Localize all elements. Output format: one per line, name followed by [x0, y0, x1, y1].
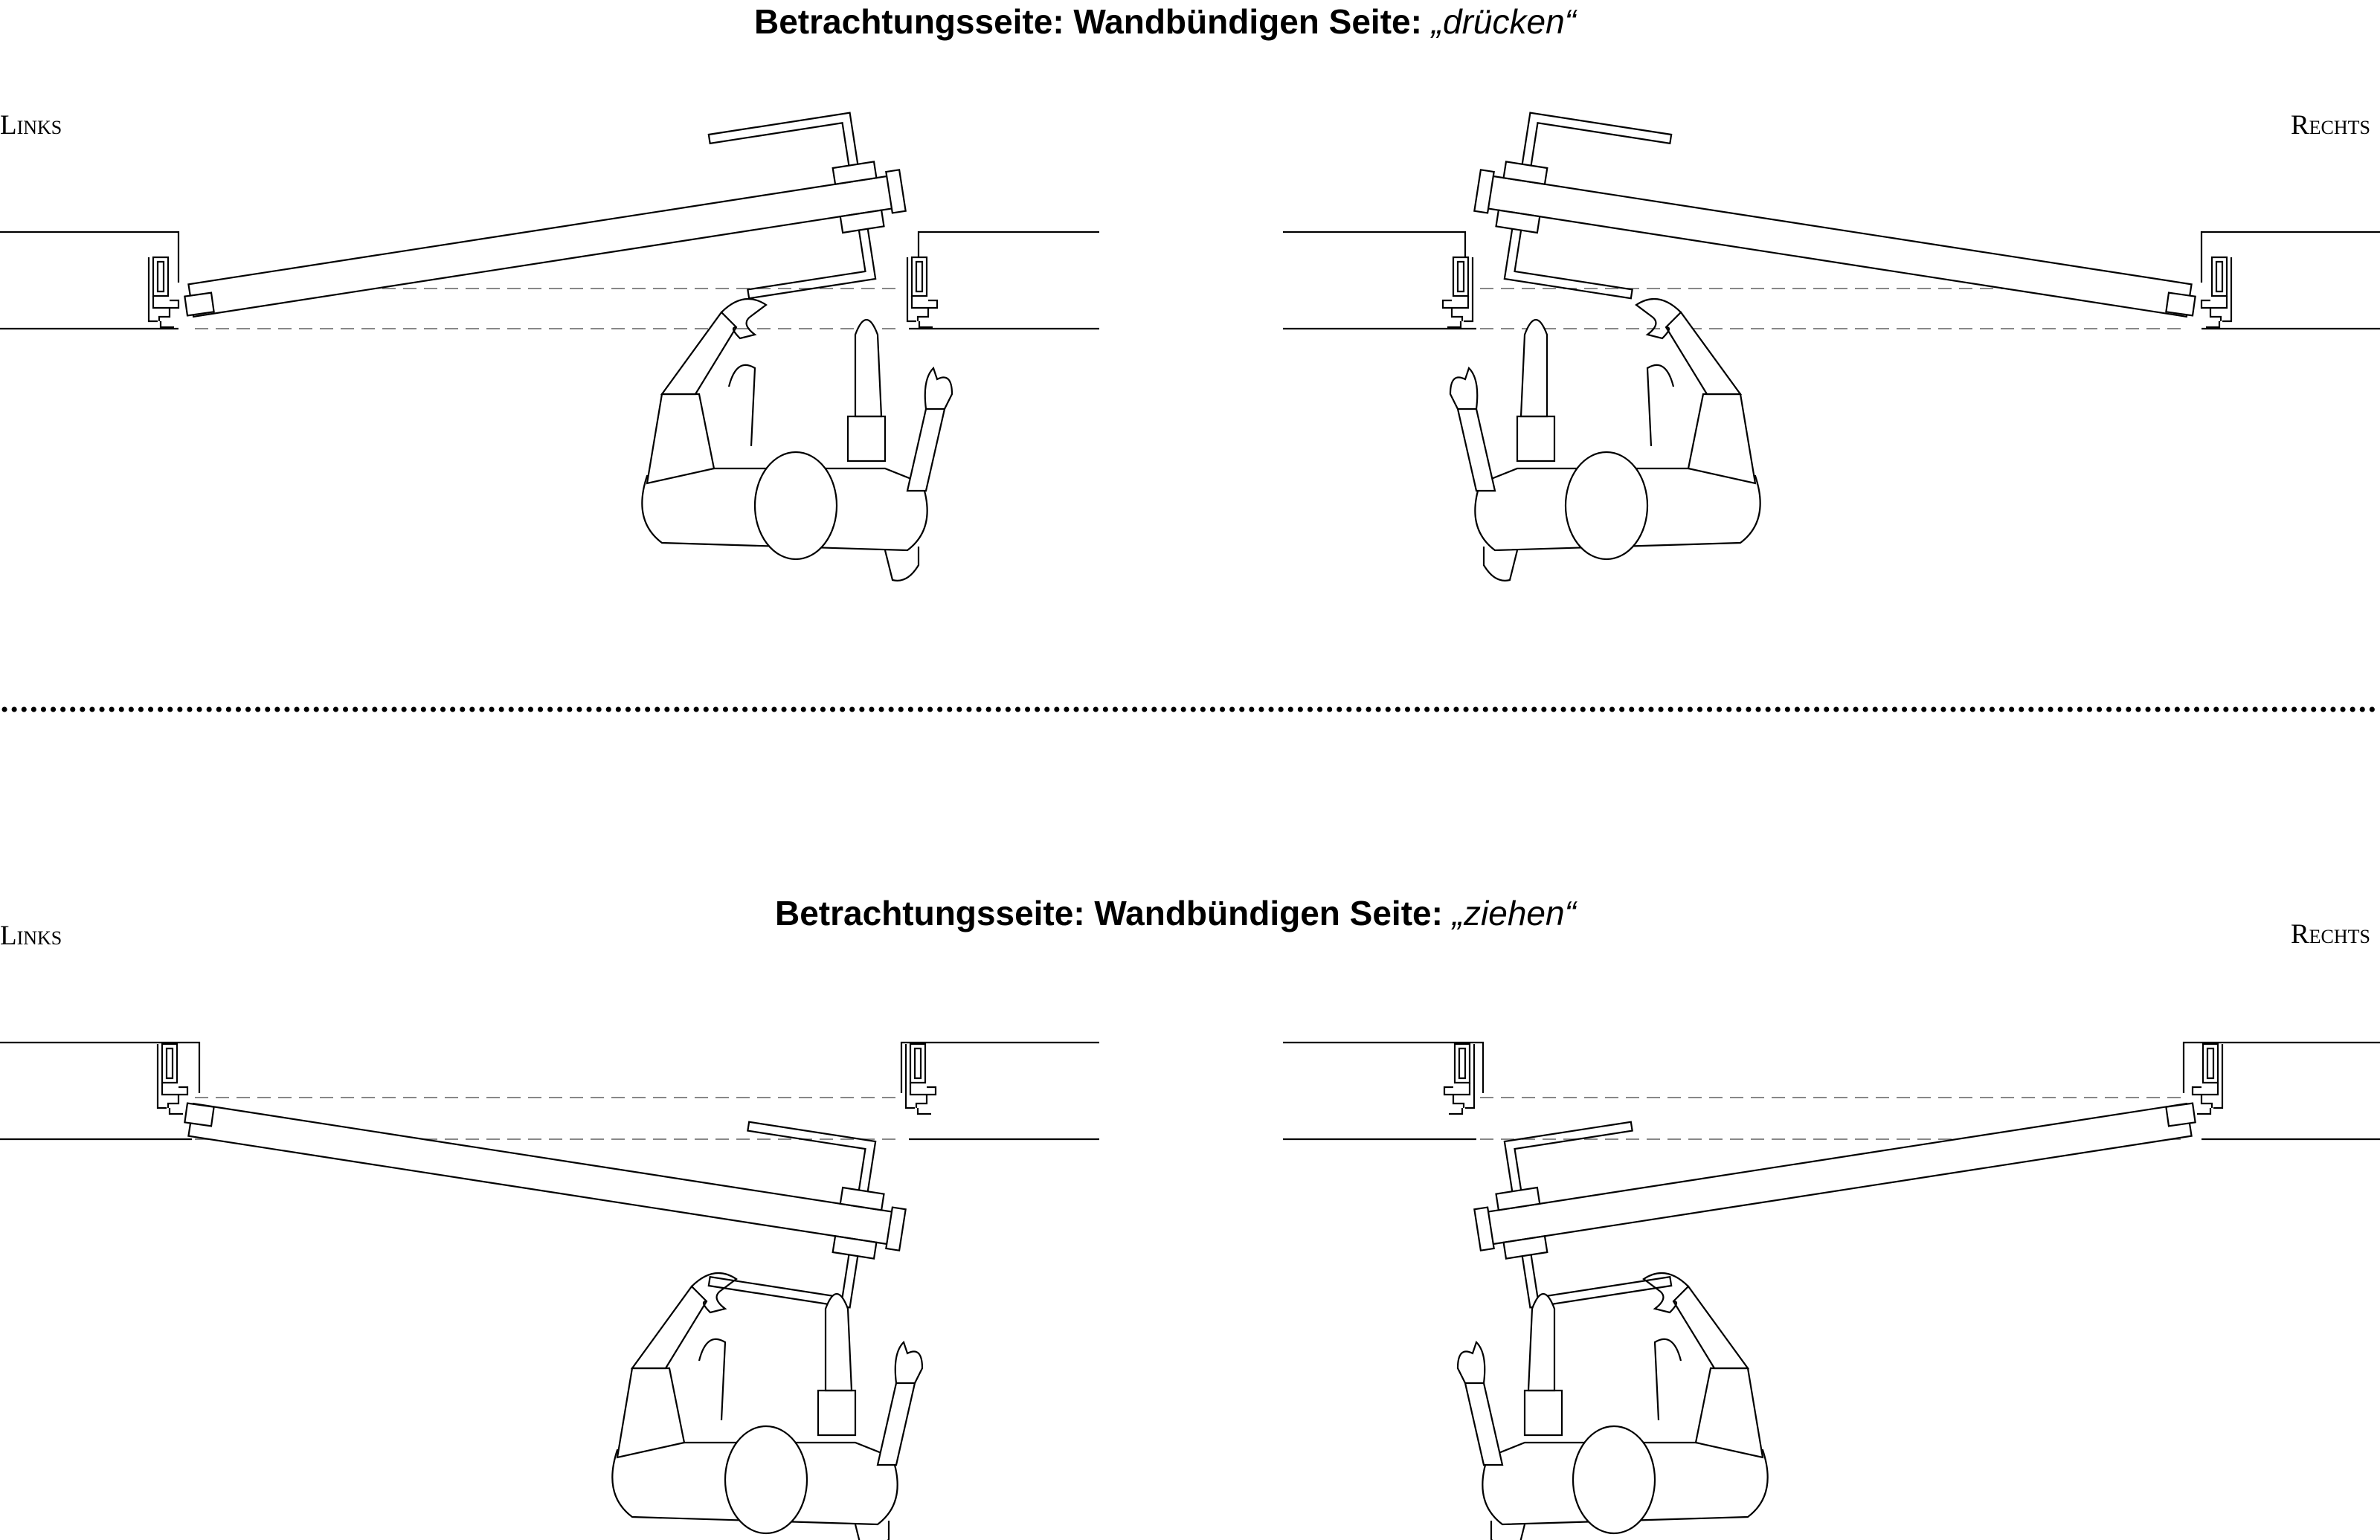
top-left-door-diagram: [0, 106, 1099, 581]
label-rechts-bottom: Rechts: [2291, 919, 2371, 950]
heading-ziehen-prefix: Betrachtungsseite: Wandbündigen Seite:: [775, 894, 1453, 932]
heading-ziehen-action: „ziehen“: [1452, 894, 1576, 932]
top-right-door-diagram: [1283, 106, 2380, 581]
label-rechts-top: Rechts: [2291, 110, 2371, 141]
heading-druecken-action: „drücken“: [1431, 2, 1576, 41]
label-links-top: Links: [0, 110, 62, 141]
heading-druecken: Betrachtungsseite: Wandbündigen Seite: „…: [754, 4, 1576, 39]
bottom-right-door-diagram: [1283, 1037, 2380, 1540]
label-links-bottom: Links: [0, 921, 62, 951]
bottom-left-door-diagram: [0, 1037, 1099, 1540]
heading-druecken-prefix: Betrachtungsseite: Wandbündigen Seite:: [754, 2, 1432, 41]
heading-ziehen: Betrachtungsseite: Wandbündigen Seite: „…: [775, 896, 1576, 930]
